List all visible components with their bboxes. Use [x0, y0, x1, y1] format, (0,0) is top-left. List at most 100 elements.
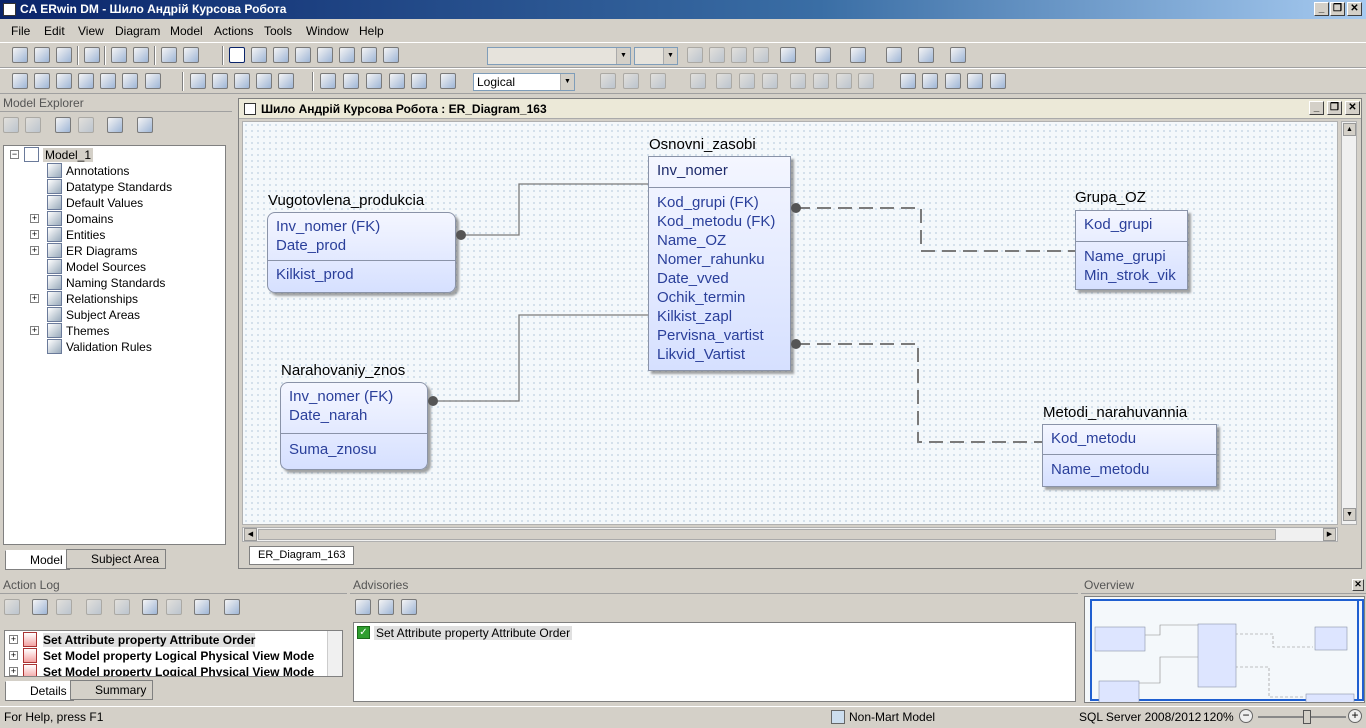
sync-icon[interactable] [762, 73, 778, 89]
zoom-slider-thumb[interactable] [1303, 710, 1311, 724]
menu-file[interactable]: File [11, 24, 31, 38]
log-undo-icon[interactable] [4, 599, 20, 615]
entity-box[interactable]: Inv_nomer Kod_grupi (FK) Kod_metodu (FK)… [648, 156, 791, 371]
strikeout-icon[interactable] [753, 47, 769, 63]
close-model-icon[interactable] [389, 73, 405, 89]
log-entry[interactable]: +Set Model property Logical Physical Vie… [9, 664, 315, 677]
icon-display-icon[interactable] [145, 73, 161, 89]
pointer-tool-icon[interactable] [229, 47, 245, 63]
find-icon[interactable] [111, 47, 127, 63]
minimize-button[interactable]: _ [1314, 2, 1329, 16]
alter-icon[interactable] [813, 73, 829, 89]
zoom-area-icon[interactable] [278, 73, 294, 89]
keys-display-icon[interactable] [100, 73, 116, 89]
entity-box[interactable]: Inv_nomer (FK) Date_prod Kilkist_prod [267, 212, 456, 293]
redo-icon[interactable] [183, 47, 199, 63]
tree-node-annotations[interactable]: Annotations [33, 163, 223, 179]
definition-display-icon[interactable] [122, 73, 138, 89]
properties-icon[interactable] [55, 117, 71, 133]
zoom-out-icon[interactable] [190, 73, 206, 89]
line-style-icon[interactable] [886, 47, 902, 63]
diagram-restore-button[interactable]: ❐ [1327, 101, 1342, 115]
font-color-icon[interactable] [780, 47, 796, 63]
many-to-many-icon[interactable] [317, 47, 333, 63]
theme-editor-icon[interactable] [967, 73, 983, 89]
mart-lock-icon[interactable] [650, 73, 666, 89]
overview-close-button[interactable]: ✕ [1352, 579, 1364, 591]
annotation-tool-icon[interactable] [383, 47, 399, 63]
save-icon[interactable] [56, 47, 72, 63]
font-name-combo[interactable]: ▼ [487, 47, 631, 65]
menu-help[interactable]: Help [359, 24, 384, 38]
new-icon[interactable] [12, 47, 28, 63]
line-weight-icon[interactable] [950, 47, 966, 63]
log-find-icon[interactable] [32, 599, 48, 615]
tab-subject-area[interactable]: Subject Area [66, 549, 167, 569]
menu-window[interactable]: Window [306, 24, 349, 38]
open-icon[interactable] [34, 47, 50, 63]
menu-view[interactable]: View [78, 24, 104, 38]
adv-options-icon[interactable] [401, 599, 417, 615]
tab-summary[interactable]: Summary [70, 680, 154, 700]
adv-copy-icon[interactable] [378, 599, 394, 615]
display-level-icon[interactable] [12, 73, 28, 89]
forward-engineer-icon[interactable] [739, 73, 755, 89]
primary-key-display-icon[interactable] [78, 73, 94, 89]
reverse-engineer-icon[interactable] [716, 73, 732, 89]
complete-compare-icon[interactable] [690, 73, 706, 89]
print-icon[interactable] [84, 47, 100, 63]
subtype-tool-icon[interactable] [273, 47, 289, 63]
log-scrollbar[interactable] [327, 631, 342, 676]
undo-icon[interactable] [161, 47, 177, 63]
zoom-in-icon[interactable] [212, 73, 228, 89]
scroll-thumb[interactable] [258, 529, 1276, 540]
diagram-canvas[interactable]: Vugotovlena_produkcia Inv_nomer (FK) Dat… [242, 121, 1338, 525]
tab-model[interactable]: Model [5, 550, 70, 570]
bulk-editor-icon[interactable] [945, 73, 961, 89]
tree-node-model[interactable]: − Model_1 [10, 147, 94, 162]
close-button[interactable]: ✕ [1347, 2, 1362, 16]
validate-icon[interactable] [922, 73, 938, 89]
tree-node-model-sources[interactable]: Model Sources [33, 259, 223, 275]
text-tool-icon[interactable] [361, 47, 377, 63]
mart-open-icon[interactable] [623, 73, 639, 89]
log-filter-icon[interactable] [56, 599, 72, 615]
view-mode-icon[interactable] [440, 73, 456, 89]
log-expand-icon[interactable] [142, 599, 158, 615]
log-clear-icon[interactable] [114, 599, 130, 615]
log-settings-icon[interactable] [194, 599, 210, 615]
tree-node-themes[interactable]: +Themes [30, 323, 110, 338]
overview-thumbnail[interactable] [1084, 596, 1365, 703]
advisory-entry[interactable]: Set Attribute property Attribute Order [374, 626, 573, 640]
bold-icon[interactable] [687, 47, 703, 63]
naming-icon[interactable] [990, 73, 1006, 89]
underline-icon[interactable] [731, 47, 747, 63]
tree-node-validation-rules[interactable]: Validation Rules [33, 339, 223, 355]
zoom-in-button[interactable]: + [1348, 709, 1362, 723]
tree-node-datatype-standards[interactable]: Datatype Standards [33, 179, 223, 195]
tree-node-domains[interactable]: +Domains [30, 211, 114, 226]
layout-icon[interactable] [320, 73, 336, 89]
log-copy-icon[interactable] [86, 599, 102, 615]
tree-node-default-values[interactable]: Default Values [33, 195, 223, 211]
line-dash-icon[interactable] [918, 47, 934, 63]
schema-icon[interactable] [790, 73, 806, 89]
report-icon[interactable] [900, 73, 916, 89]
log-entry[interactable]: +Set Attribute property Attribute Order [9, 632, 256, 647]
diagram-close-button[interactable]: ✕ [1345, 101, 1360, 115]
entity-box[interactable]: Kod_grupi Name_grupi Min_strok_vik [1075, 210, 1188, 290]
adv-save-icon[interactable] [355, 599, 371, 615]
zoom-out-button[interactable]: − [1239, 709, 1253, 723]
tree-node-naming-standards[interactable]: Naming Standards [33, 275, 223, 291]
tab-er-diagram[interactable]: ER_Diagram_163 [249, 546, 355, 565]
identifying-rel-icon[interactable] [295, 47, 311, 63]
font-size-combo[interactable]: ▼ [634, 47, 678, 65]
non-identifying-rel-icon[interactable] [339, 47, 355, 63]
diagram-minimize-button[interactable]: _ [1309, 101, 1324, 115]
tab-details[interactable]: Details [5, 681, 74, 701]
fill-color-icon[interactable] [815, 47, 831, 63]
find-replace-icon[interactable] [133, 47, 149, 63]
entity-tool-icon[interactable] [251, 47, 267, 63]
tree-node-subject-areas[interactable]: Subject Areas [33, 307, 223, 323]
horizontal-scrollbar[interactable]: ◀ ▶ [242, 527, 1338, 542]
